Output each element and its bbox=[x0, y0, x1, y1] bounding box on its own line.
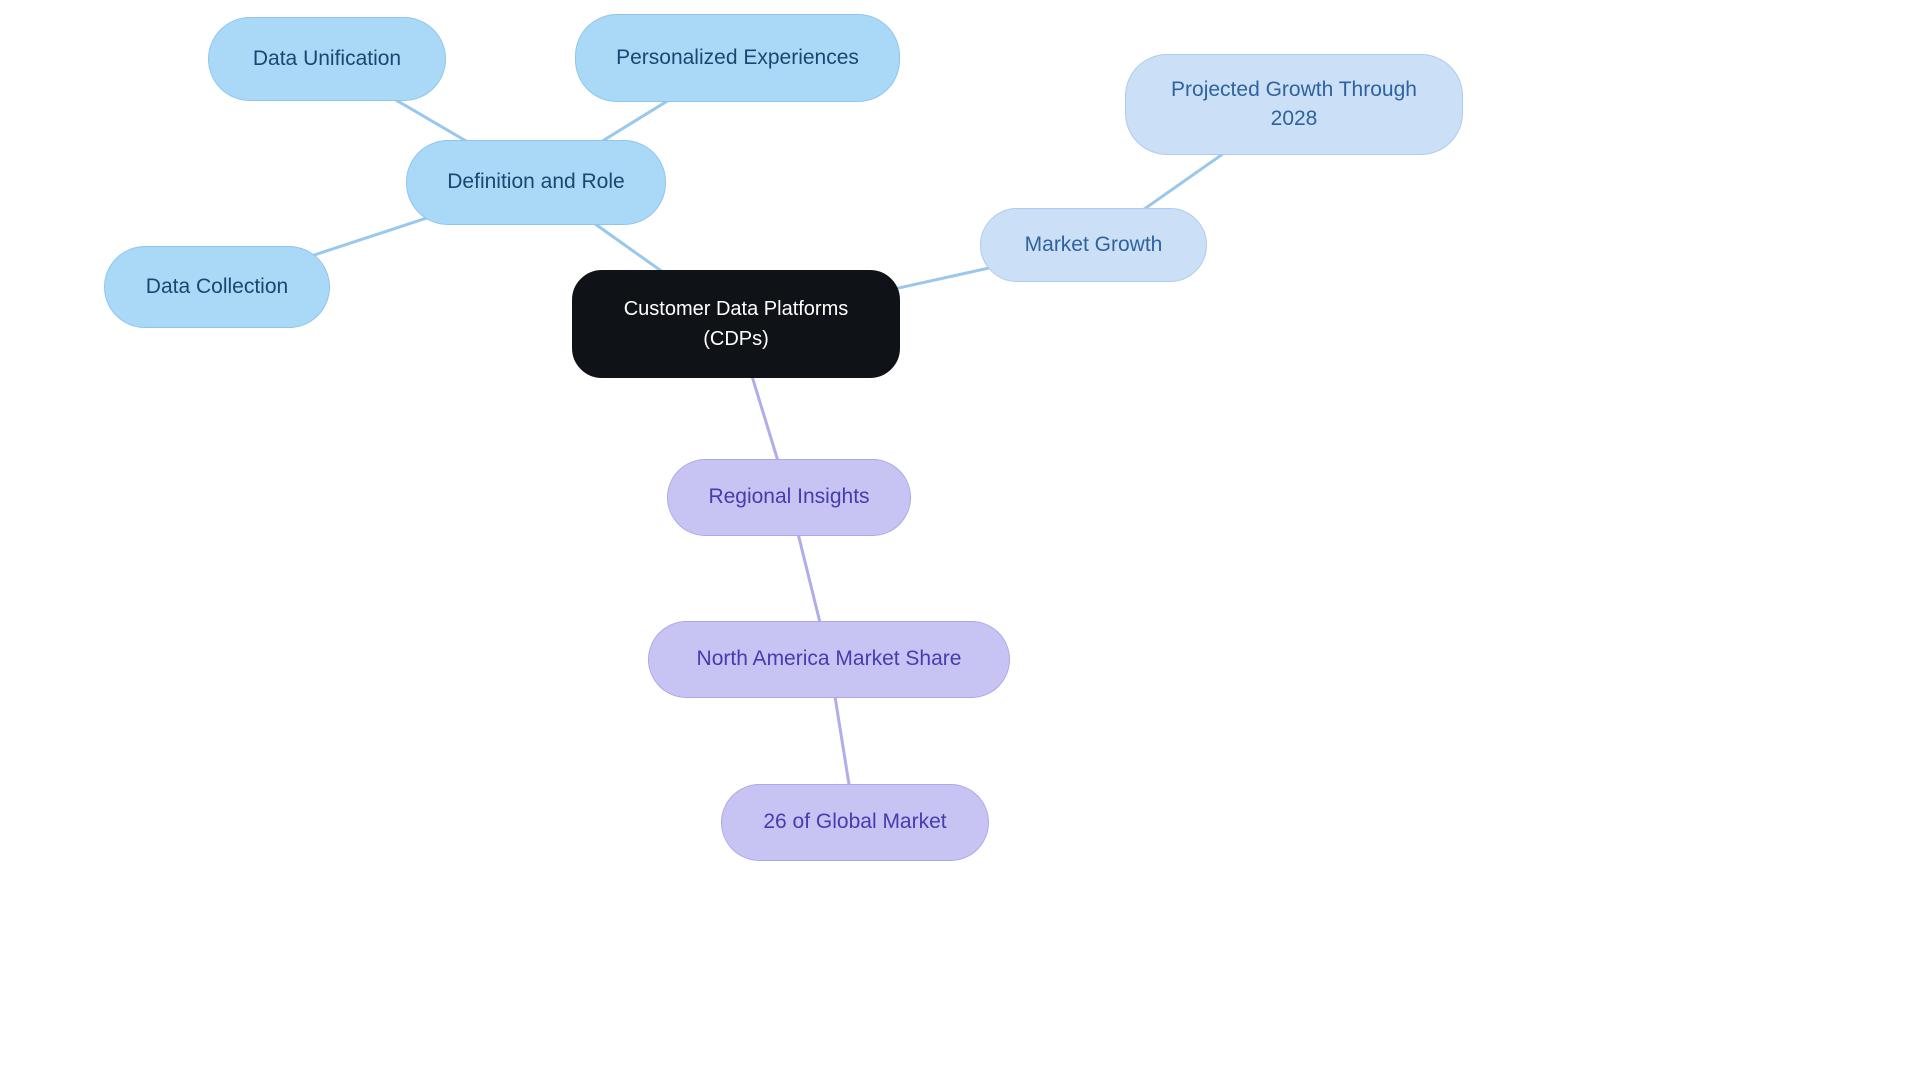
node-data-collection-label: Data Collection bbox=[145, 274, 289, 298]
node-data-collection[interactable]: Data Collection bbox=[104, 246, 330, 328]
node-data-unification-label: Data Unification bbox=[252, 46, 402, 70]
node-data-unification[interactable]: Data Unification bbox=[208, 17, 446, 101]
node-projected-growth-2028[interactable]: Projected Growth Through 2028 bbox=[1125, 54, 1463, 155]
node-central-cdps[interactable]: Customer Data Platforms (CDPs) bbox=[572, 270, 900, 378]
node-projected-growth-2028-label: Projected Growth Through 2028 bbox=[1171, 78, 1417, 130]
node-global-market-share[interactable]: 26 of Global Market bbox=[721, 784, 989, 861]
node-definition-and-role[interactable]: Definition and Role bbox=[406, 140, 666, 225]
node-central-cdps-label: Customer Data Platforms (CDPs) bbox=[623, 298, 849, 350]
node-north-america-market-share[interactable]: North America Market Share bbox=[648, 621, 1010, 698]
node-definition-and-role-label: Definition and Role bbox=[447, 170, 625, 194]
node-market-growth[interactable]: Market Growth bbox=[980, 208, 1207, 282]
node-regional-insights-label: Regional Insights bbox=[708, 485, 870, 509]
node-market-growth-label: Market Growth bbox=[1024, 232, 1163, 256]
node-personalized-experiences-label: Personalized Experiences bbox=[616, 45, 859, 69]
node-regional-insights[interactable]: Regional Insights bbox=[667, 459, 911, 536]
node-personalized-experiences[interactable]: Personalized Experiences bbox=[575, 14, 900, 102]
node-global-market-share-label: 26 of Global Market bbox=[763, 810, 947, 834]
node-north-america-market-share-label: North America Market Share bbox=[696, 647, 962, 671]
